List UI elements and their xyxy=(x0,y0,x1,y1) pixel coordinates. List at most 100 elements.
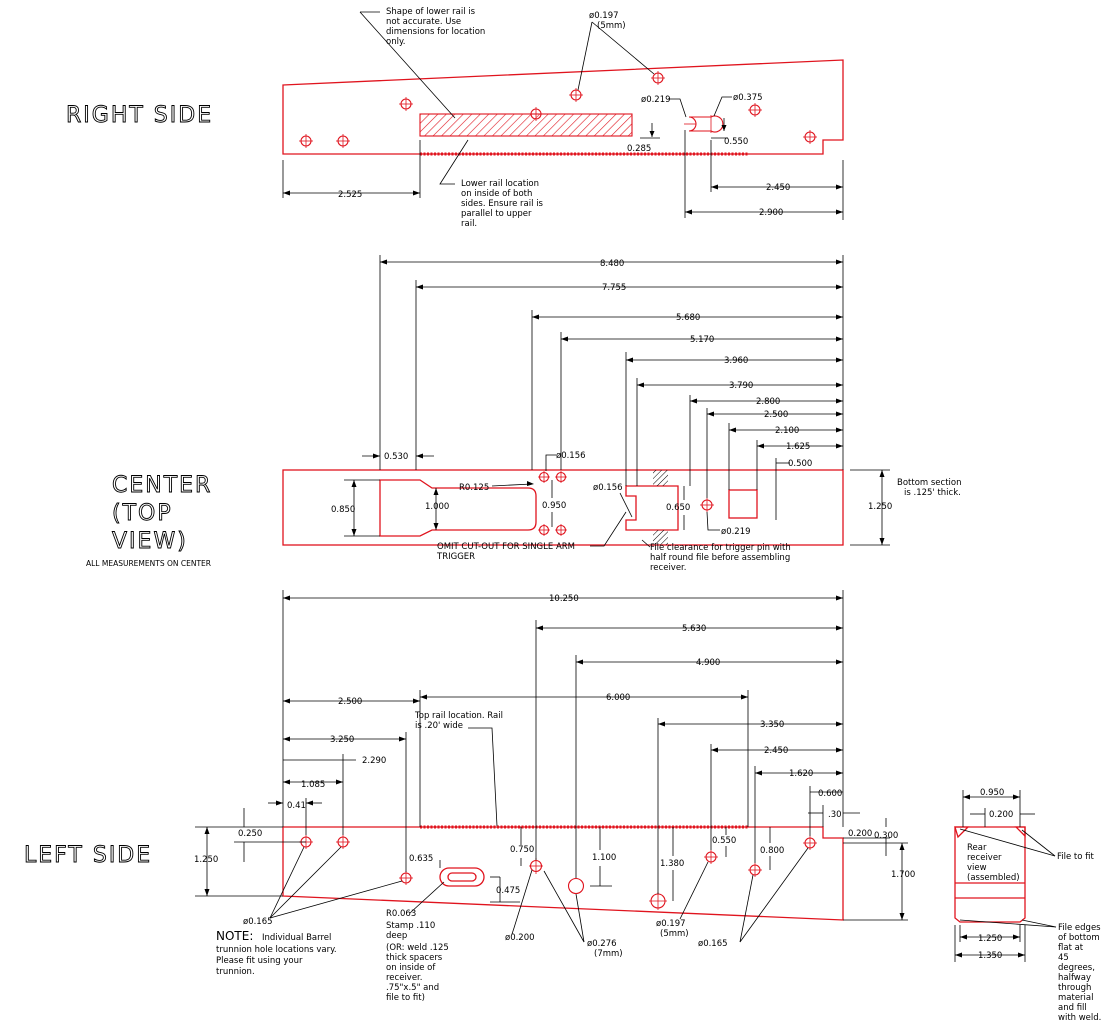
dim-label-left_dims-d5630: 5.630 xyxy=(682,624,706,634)
center-top-view: 8.480 7.755 5.680 5.170 3.960 3.790 xyxy=(282,255,962,573)
dim-label-left_dims-d0800: 0.800 xyxy=(760,846,784,856)
left-holes xyxy=(299,835,817,910)
dim-label-center_dims-d3960: 3.960 xyxy=(724,356,748,366)
dim-label-notes-stamp-6: .75"x.5" and xyxy=(386,983,439,993)
dim-label-rear_dims-d1350: 1.350 xyxy=(978,951,1002,961)
dim-label-notes-file_clearance-1: half round file before assembling xyxy=(650,553,790,563)
dim-label-notes-file_edges-0: File edges xyxy=(1058,923,1101,933)
dim-label-center_dims-d0156a: ø0.156 xyxy=(556,451,586,461)
dim-label-notes-lower_rail_loc-2: sides. Ensure rail is xyxy=(461,199,544,209)
dim-label-notes-omit_cutout-1: TRIGGER xyxy=(436,552,475,562)
dim-label-notes-stamp-3: thick spacers xyxy=(386,953,443,963)
dim-label-notes-lower_rail_loc-1: on inside of both xyxy=(461,189,532,199)
rear-view: 0.950 0.200 Rear receiver view (assemble… xyxy=(954,788,1101,1023)
title-center-3: VIEW) xyxy=(112,529,188,554)
dim-label-left_dims-d0635: 0.635 xyxy=(409,854,433,864)
dim-label-right_side_dims-d0197: ø0.197 xyxy=(589,11,619,21)
dim-label-right_side_dims-d2900: 2.900 xyxy=(759,208,783,218)
title-center-2: (TOP xyxy=(112,501,173,526)
dim-label-notes-stamp-4: on inside of xyxy=(386,963,436,973)
dim-label-right_side_dims-d0219: ø0.219 xyxy=(641,95,671,105)
dim-label-left_dims-d0550: 0.550 xyxy=(712,836,736,846)
dim-label-left_dims-d3350: 3.350 xyxy=(760,720,784,730)
square-cutout xyxy=(728,489,758,519)
dim-label-notes-file_clearance-2: receiver. xyxy=(650,563,686,573)
stamp-slot xyxy=(439,867,485,887)
title-right-side: RIGHT SIDE xyxy=(66,103,213,128)
dim-label-notes-lower_rail_loc-4: rail. xyxy=(461,219,477,229)
dim-label-right_side_dims-d2450: 2.450 xyxy=(766,183,790,193)
dim-label-center_dims-dR0125: R0.125 xyxy=(459,483,489,493)
dim-label-left_dims-d0750: 0.750 xyxy=(510,845,534,855)
dim-label-center_dims-d0219: ø0.219 xyxy=(721,527,751,537)
note-file-clearance: File clearance for trigger pin with half… xyxy=(650,543,791,573)
dim-label-center_dims-d2100: 2.100 xyxy=(775,426,799,436)
dim-label-notes-file_clearance-0: File clearance for trigger pin with xyxy=(650,543,791,553)
dim-label-notes-stamp-1: deep xyxy=(386,931,407,941)
dim-label-notes-file_edges-4: degrees, xyxy=(1058,963,1095,973)
dim-label-notes-shape_lower_rail-0: Shape of lower rail is xyxy=(386,7,476,17)
dim-label-rear_dims-d0200: 0.200 xyxy=(989,810,1013,820)
dim-label-notes-omit_cutout-0: OMIT CUT-OUT FOR SINGLE ARM xyxy=(437,542,575,552)
dim-label-left_dims-d1100: 1.100 xyxy=(592,853,616,863)
left-side-view: 10.250 5.630 4.900 2.500 6.000 3.350 xyxy=(194,590,915,1003)
note-stamp: Stamp .110 deep (OR: weld .125 thick spa… xyxy=(386,921,449,1003)
dim-label-notes-note_text-0: Individual Barrel xyxy=(262,933,331,943)
dim-label-notes-rear_view-2: view xyxy=(967,863,987,873)
dim-label-left_dims-d1380: 1.380 xyxy=(660,859,684,869)
dim-label-left_dims-d0475: 0.475 xyxy=(496,886,520,896)
dim-label-center_dims-d3790: 3.790 xyxy=(729,381,753,391)
dim-label-notes-note_label: NOTE: xyxy=(216,929,253,943)
dim-label-left_dims-d2500: 2.500 xyxy=(338,697,362,707)
dim-label-notes-file_edges-1: of bottom xyxy=(1058,933,1100,943)
note-bottom-section: Bottom section is .125' thick. xyxy=(897,478,962,498)
dim-label-left_dims-d1700: 1.700 xyxy=(891,870,915,880)
dim-label-left_dims-d1085: 1.085 xyxy=(301,780,325,790)
dim-label-left_dims-d0276: ø0.276 xyxy=(587,939,617,949)
dim-label-center_dims-d1250: 1.250 xyxy=(868,502,892,512)
dim-label-left_dims-d3250: 3.250 xyxy=(330,735,354,745)
dim-label-notes-stamp-0: Stamp .110 xyxy=(386,921,435,931)
dim-label-notes-shape_lower_rail-1: not accurate. Use xyxy=(386,17,461,27)
right-side-view: 2.525 2.450 2.900 0.285 0.550 ø0.219 ø0.… xyxy=(282,7,844,229)
dim-label-left_dims-d2450: 2.450 xyxy=(764,746,788,756)
dim-label-center_dims-d5680: 5.680 xyxy=(676,313,700,323)
left-dimensions: 10.250 5.630 4.900 2.500 6.000 3.350 xyxy=(194,590,915,921)
dim-label-notes-file_edges-2: flat at xyxy=(1058,943,1084,953)
dim-label-right_side_dims-d2525: 2.525 xyxy=(338,190,362,200)
note-shape-lower-rail: Shape of lower rail is not accurate. Use… xyxy=(386,7,485,47)
dim-label-left_dims-d6000: 6.000 xyxy=(606,693,630,703)
dim-label-left_dims-d5mm: (5mm) xyxy=(660,929,689,939)
dim-label-notes-rear_view-1: receiver xyxy=(967,853,1002,863)
note-trunnion: NOTE: Individual Barrel trunnion hole lo… xyxy=(216,929,337,977)
dim-label-left_dims-d0200: ø0.200 xyxy=(505,933,535,943)
dim-label-center_dims-d1000: 1.000 xyxy=(425,502,449,512)
note-top-rail: Top rail location. Rail is .20' wide xyxy=(414,711,503,731)
dim-label-notes-bottom_section-1: is .125' thick. xyxy=(904,488,961,498)
dim-label-left_dims-d0250: 0.250 xyxy=(238,829,262,839)
dim-label-center_dims-d5170: 5.170 xyxy=(690,335,714,345)
dim-label-center_dims-d0950: 0.950 xyxy=(542,501,566,511)
dim-label-notes-note_text-2: Please fit using your xyxy=(216,956,303,966)
dim-label-notes-stamp-2: (OR: weld .125 xyxy=(386,943,449,953)
dim-label-notes-file_edges-5: halfway xyxy=(1058,973,1091,983)
magwell-cutout xyxy=(379,479,537,537)
dim-label-notes-file_edges-8: and fill xyxy=(1058,1003,1087,1013)
dim-label-notes-note_text-3: trunnion. xyxy=(216,967,255,977)
dim-label-rear_dims-d0950: 0.950 xyxy=(980,788,1004,798)
dim-label-notes-rear_view-0: Rear xyxy=(967,843,987,853)
dim-label-left_dims-d2290: 2.290 xyxy=(362,756,386,766)
note-all-measurements: ALL MEASUREMENTS ON CENTER xyxy=(86,559,211,568)
dim-label-left_dims-dR0063: R0.063 xyxy=(386,909,416,919)
dim-label-left_dims-d0600: 0.600 xyxy=(818,789,842,799)
dim-label-notes-top_rail-0: Top rail location. Rail xyxy=(414,711,503,721)
dim-label-left_dims-d0197: ø0.197 xyxy=(656,919,686,929)
note-file-edges: File edges of bottom flat at 45 degrees,… xyxy=(1058,923,1101,1023)
dim-label-left_dims-d0200r: 0.200 xyxy=(848,829,872,839)
lower-rail-hatch xyxy=(419,113,633,137)
dim-label-left_dims-d4900: 4.900 xyxy=(696,658,720,668)
dim-label-notes-file_edges-3: 45 xyxy=(1058,953,1069,963)
dim-label-center_dims-d0650: 0.650 xyxy=(666,503,690,513)
dim-label-center_dims-d2500: 2.500 xyxy=(764,410,788,420)
